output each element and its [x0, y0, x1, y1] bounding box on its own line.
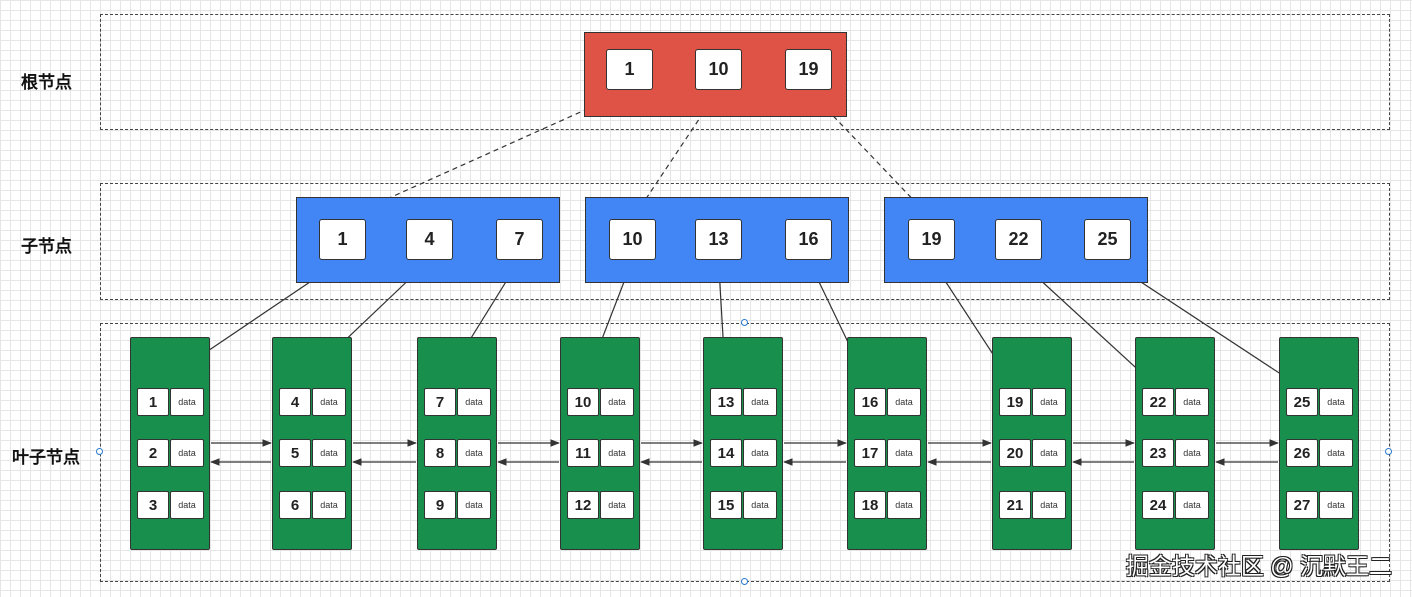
- selection-handle-right[interactable]: [1385, 448, 1392, 455]
- leaf-key: 9: [424, 491, 456, 519]
- leaf-key: 25: [1286, 388, 1318, 416]
- leaf-data: data: [1032, 491, 1066, 519]
- leaf-data: data: [743, 388, 777, 416]
- label-child-level: 子节点: [21, 237, 72, 256]
- leaf-data: data: [600, 388, 634, 416]
- leaf-key: 7: [424, 388, 456, 416]
- child-key: 25: [1084, 219, 1131, 260]
- leaf-data: data: [457, 388, 491, 416]
- leaf-data: data: [1032, 439, 1066, 467]
- leaf-key: 14: [710, 439, 742, 467]
- leaf-data: data: [887, 491, 921, 519]
- leaf-key: 1: [137, 388, 169, 416]
- leaf-data: data: [743, 491, 777, 519]
- leaf-data: data: [1175, 388, 1209, 416]
- leaf-data: data: [1319, 439, 1353, 467]
- leaf-key: 5: [279, 439, 311, 467]
- leaf-key: 13: [710, 388, 742, 416]
- leaf-data: data: [170, 388, 204, 416]
- leaf-key: 11: [567, 439, 599, 467]
- leaf-key: 3: [137, 491, 169, 519]
- leaf-key: 21: [999, 491, 1031, 519]
- watermark: 掘金技术社区 @ 沉默王二: [1125, 553, 1392, 579]
- leaf-data: data: [743, 439, 777, 467]
- child-key: 19: [908, 219, 955, 260]
- child-key: 7: [496, 219, 543, 260]
- leaf-key: 17: [854, 439, 886, 467]
- leaf-key: 15: [710, 491, 742, 519]
- root-key: 1: [606, 49, 653, 90]
- leaf-key: 18: [854, 491, 886, 519]
- label-leaf-level: 叶子节点: [12, 448, 80, 467]
- child-key: 10: [609, 219, 656, 260]
- root-key: 10: [695, 49, 742, 90]
- leaf-data: data: [1175, 491, 1209, 519]
- leaf-data: data: [312, 388, 346, 416]
- leaf-key: 10: [567, 388, 599, 416]
- leaf-data: data: [170, 439, 204, 467]
- leaf-data: data: [457, 439, 491, 467]
- label-root-level: 根节点: [21, 73, 72, 92]
- leaf-key: 20: [999, 439, 1031, 467]
- leaf-key: 19: [999, 388, 1031, 416]
- leaf-key: 23: [1142, 439, 1174, 467]
- child-level-box: [100, 183, 1390, 300]
- leaf-data: data: [600, 439, 634, 467]
- leaf-key: 6: [279, 491, 311, 519]
- leaf-data: data: [457, 491, 491, 519]
- leaf-data: data: [887, 388, 921, 416]
- leaf-key: 27: [1286, 491, 1318, 519]
- child-key: 1: [319, 219, 366, 260]
- child-key: 22: [995, 219, 1042, 260]
- child-key: 16: [785, 219, 832, 260]
- leaf-data: data: [887, 439, 921, 467]
- leaf-key: 8: [424, 439, 456, 467]
- leaf-data: data: [1032, 388, 1066, 416]
- root-key: 19: [785, 49, 832, 90]
- leaf-key: 2: [137, 439, 169, 467]
- leaf-key: 24: [1142, 491, 1174, 519]
- leaf-data: data: [312, 491, 346, 519]
- leaf-key: 4: [279, 388, 311, 416]
- leaf-key: 26: [1286, 439, 1318, 467]
- leaf-data: data: [600, 491, 634, 519]
- leaf-key: 22: [1142, 388, 1174, 416]
- leaf-data: data: [1319, 491, 1353, 519]
- leaf-data: data: [1319, 388, 1353, 416]
- selection-handle-left[interactable]: [96, 448, 103, 455]
- child-key: 13: [695, 219, 742, 260]
- child-key: 4: [406, 219, 453, 260]
- leaf-key: 12: [567, 491, 599, 519]
- root-level-box: [100, 14, 1390, 130]
- selection-handle-bottom[interactable]: [741, 578, 748, 585]
- selection-handle-top[interactable]: [741, 319, 748, 326]
- leaf-key: 16: [854, 388, 886, 416]
- leaf-data: data: [312, 439, 346, 467]
- leaf-data: data: [1175, 439, 1209, 467]
- leaf-data: data: [170, 491, 204, 519]
